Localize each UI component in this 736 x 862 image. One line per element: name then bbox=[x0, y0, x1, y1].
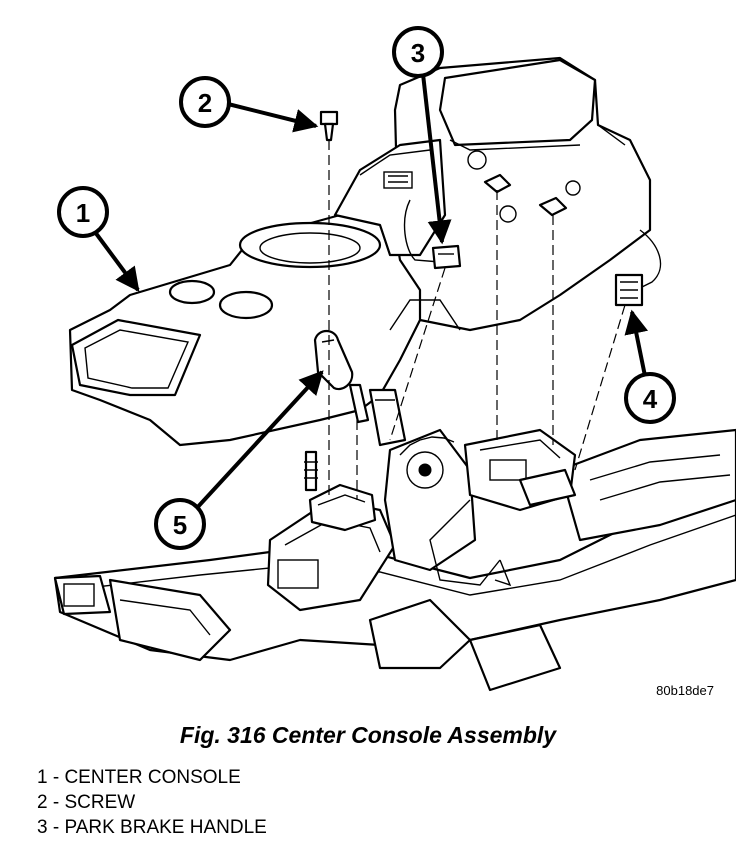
parts-legend: 1 - CENTER CONSOLE 2 - SCREW 3 - PARK BR… bbox=[37, 765, 267, 840]
callout-1-number: 1 bbox=[76, 198, 90, 228]
callout-4-number: 4 bbox=[643, 384, 658, 414]
callout-4-circle bbox=[624, 372, 676, 424]
floor-tunnel-assembly bbox=[53, 428, 736, 692]
legend-item: 3 - PARK BRAKE HANDLE bbox=[37, 817, 267, 838]
screw-part bbox=[319, 110, 339, 142]
callout-2-number: 2 bbox=[198, 88, 212, 118]
callout-5: 5 bbox=[154, 370, 324, 550]
park-brake-handle-parts bbox=[368, 199, 462, 447]
legend-item: 2 - SCREW bbox=[37, 792, 136, 813]
callout-1: 1 bbox=[57, 186, 140, 292]
console-exploded-illustration: 1 2 3 4 5 bbox=[53, 26, 736, 692]
image-reference-id: 80b18de7 bbox=[656, 683, 714, 698]
callout-5-circle bbox=[154, 498, 206, 550]
shifter-knob-part bbox=[313, 329, 370, 424]
callout-1-circle bbox=[57, 186, 109, 238]
alignment-lines bbox=[328, 140, 626, 500]
callout-3-number: 3 bbox=[411, 38, 425, 68]
figure-caption: Fig. 316 Center Console Assembly bbox=[179, 722, 557, 748]
callout-5-number: 5 bbox=[173, 510, 187, 540]
legend-item: 1 - CENTER CONSOLE bbox=[37, 767, 241, 788]
callout-2-circle bbox=[179, 76, 231, 128]
callout-4: 4 bbox=[624, 309, 676, 424]
wiring-connector-part bbox=[614, 229, 662, 307]
callout-3: 3 bbox=[392, 26, 452, 245]
callout-3-circle bbox=[392, 26, 444, 78]
callout-2: 2 bbox=[179, 76, 319, 133]
shifter-mechanism bbox=[266, 428, 577, 612]
